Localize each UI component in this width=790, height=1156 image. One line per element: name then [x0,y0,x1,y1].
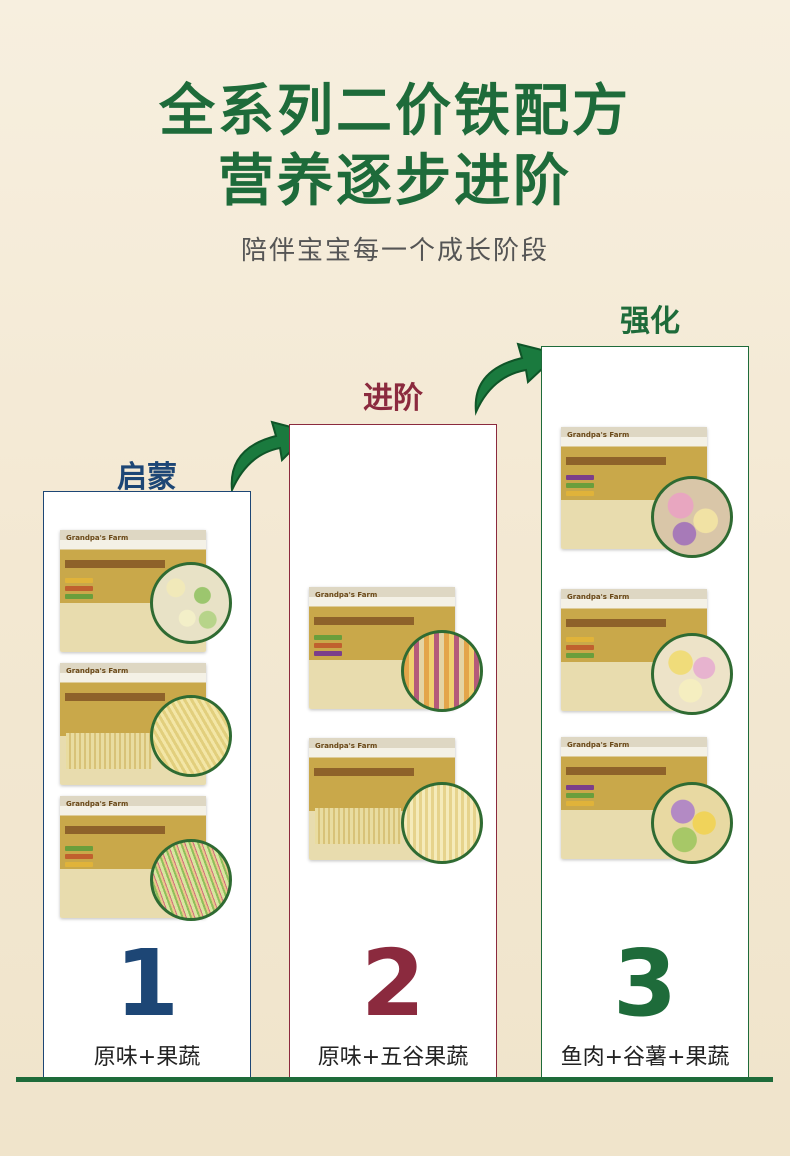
headline-line2: 营养逐步进阶 [218,149,572,214]
pasta-noodles-image [150,695,232,777]
stage-label-2: 进阶 [363,381,423,416]
headline-line1: 全系列二价铁配方 [159,79,631,144]
stage-number-3: 3 [612,930,677,1037]
stage-label-3: 强化 [620,304,680,339]
pasta-colored-noodles-image [401,630,483,712]
stage-caption-1: 原味+果蔬 [93,1045,201,1070]
pasta-veg-noodles-image [150,839,232,921]
stage-caption-3: 鱼肉+谷薯+果蔬 [560,1045,730,1070]
stage-caption-2: 原味+五谷果蔬 [317,1045,469,1070]
stage-number-1: 1 [114,930,179,1037]
stage-number-2: 2 [360,930,425,1037]
pasta-flat-shapes-image [651,633,733,715]
pasta-bowties-image [651,782,733,864]
pasta-shells-image [651,476,733,558]
pasta-stars-image [150,562,232,644]
curved-arrow-icon [474,342,561,416]
pasta-plain-noodles-image [401,782,483,864]
baseline-divider [16,1077,773,1082]
stage-label-1: 启蒙 [117,460,177,495]
subtitle: 陪伴宝宝每一个成长阶段 [240,236,549,266]
